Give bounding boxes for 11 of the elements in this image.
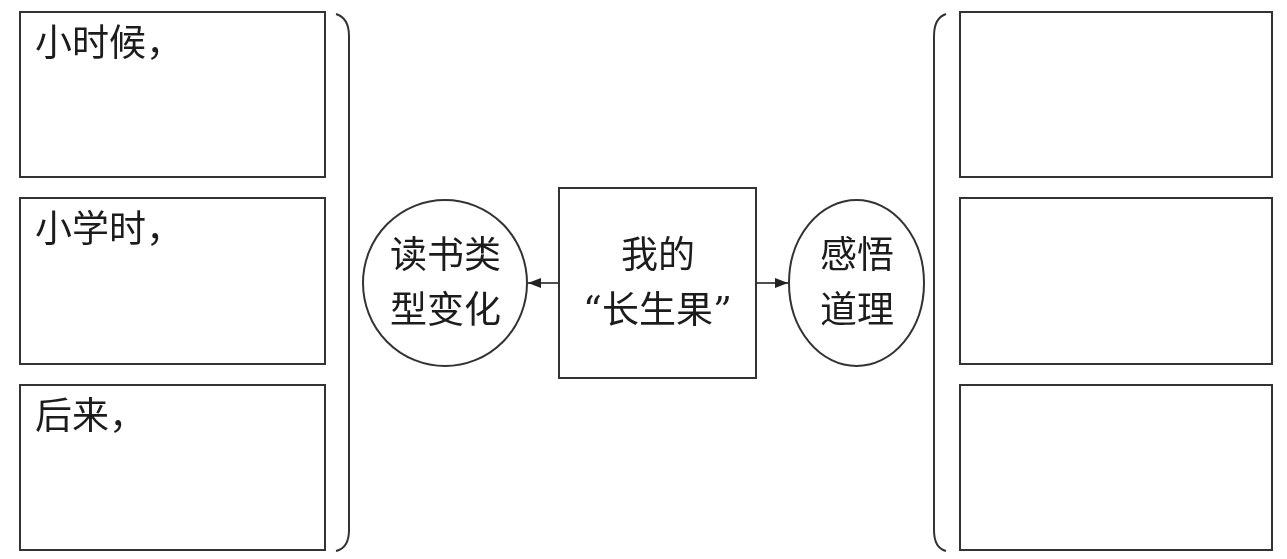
topic-circle: 读书类型变化 xyxy=(362,199,528,367)
answer-box: 小学时， xyxy=(19,197,326,365)
answer-box: 小时候， xyxy=(19,11,326,178)
answer-box xyxy=(959,384,1273,551)
title-box: 我的“长生果” xyxy=(558,187,757,379)
arrow xyxy=(527,278,559,288)
answer-box xyxy=(959,197,1273,365)
answer-box xyxy=(959,11,1273,178)
answer-box: 后来， xyxy=(19,384,326,551)
topic-circle: 感悟道理 xyxy=(788,199,925,367)
arrow xyxy=(756,278,789,288)
